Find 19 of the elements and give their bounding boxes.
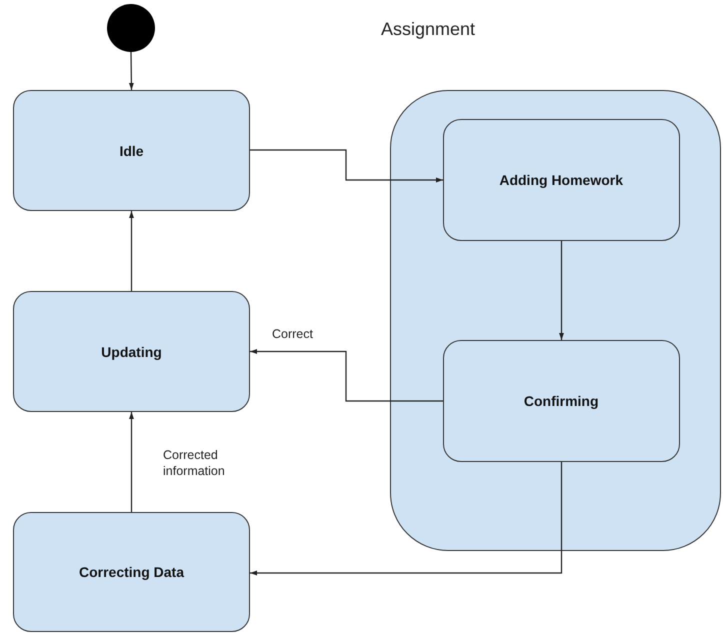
- state-box: [13, 512, 250, 632]
- state-box: [13, 291, 250, 412]
- state-name: Correcting Data: [78, 564, 184, 580]
- state-box: [442, 340, 680, 462]
- state-box: [442, 118, 680, 241]
- transition-arrow: [250, 149, 443, 182]
- transition-arrow: [128, 52, 134, 90]
- state-box: [13, 90, 250, 211]
- state-name: Idle: [119, 142, 144, 158]
- transition-arrow: [129, 412, 134, 512]
- transition-arrow: [129, 211, 134, 291]
- initial-state-circle: [107, 4, 155, 52]
- transition-arrow: [559, 241, 564, 340]
- transition-arrow: [250, 349, 443, 402]
- transition-arrow: [250, 462, 562, 576]
- state-name: Updating: [101, 344, 162, 360]
- state-title: Assignment: [381, 19, 476, 40]
- state-name: Confirming: [524, 392, 599, 409]
- state-name: Adding Homework: [499, 172, 624, 188]
